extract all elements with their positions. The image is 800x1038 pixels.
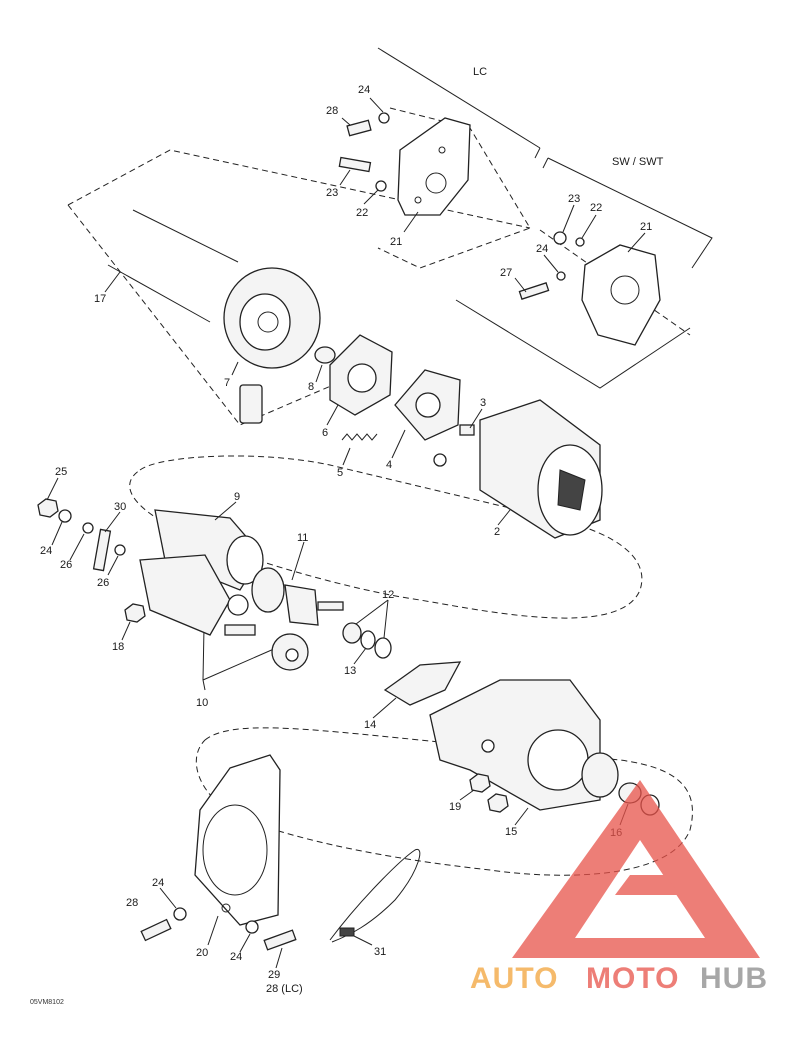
label-25: 25 <box>55 466 67 478</box>
label-31: 31 <box>374 946 386 958</box>
label-26-b: 26 <box>97 577 109 589</box>
label-21-sw: 21 <box>640 221 652 233</box>
label-15: 15 <box>505 826 517 838</box>
label-24-left: 24 <box>40 545 52 557</box>
group-label-lc: LC <box>473 66 487 78</box>
watermark-text-auto: AUTO <box>470 962 558 995</box>
label-18: 18 <box>112 641 124 653</box>
label-9: 9 <box>234 491 240 503</box>
label-10: 10 <box>196 697 208 709</box>
label-23-lc: 23 <box>326 187 338 199</box>
label-24-bracket-bottom: 24 <box>230 951 242 963</box>
leader-lines <box>46 97 646 969</box>
label-13: 13 <box>344 665 356 677</box>
label-24-lc: 24 <box>358 84 370 96</box>
label-27: 27 <box>500 267 512 279</box>
label-26-a: 26 <box>60 559 72 571</box>
figure-code: 05VM8102 <box>30 999 64 1006</box>
label-17: 17 <box>94 293 106 305</box>
label-12: 12 <box>382 589 394 601</box>
solenoid <box>139 554 231 636</box>
label-30: 30 <box>114 501 126 513</box>
label-20: 20 <box>196 947 208 959</box>
label-4: 4 <box>386 459 392 471</box>
group-label-sw-swt: SW / SWT <box>612 156 664 168</box>
label-14: 14 <box>364 719 376 731</box>
label-5: 5 <box>337 467 343 479</box>
label-6: 6 <box>322 427 328 439</box>
label-3: 3 <box>480 397 486 409</box>
label-7: 7 <box>224 377 230 389</box>
label-22-lc: 22 <box>356 207 368 219</box>
label-2: 2 <box>494 526 500 538</box>
label-19: 19 <box>449 801 461 813</box>
watermark-logo: AUTO MOTO HUB <box>470 780 768 995</box>
label-23-sw: 23 <box>568 193 580 205</box>
watermark-triangle-icon <box>512 780 760 958</box>
label-28-lc: 28 <box>326 105 338 117</box>
lc-mount-plate <box>397 117 471 216</box>
label-28-bracket: 28 <box>126 897 138 909</box>
watermark-text-moto: MOTO <box>586 962 679 995</box>
parts <box>37 112 661 951</box>
label-24-bracket-top: 24 <box>152 877 164 889</box>
label-21-lc: 21 <box>390 236 402 248</box>
label-29: 29 <box>268 969 280 981</box>
label-24-sw: 24 <box>536 243 548 255</box>
watermark-text-hub: HUB <box>700 962 768 995</box>
label-8: 8 <box>308 381 314 393</box>
sw-mount-plate <box>581 244 661 346</box>
part-numbers: 2 3 4 5 6 7 8 9 10 11 12 13 14 15 16 17 … <box>40 84 652 995</box>
label-22-sw: 22 <box>590 202 602 214</box>
label-28-lc-note: 28 (LC) <box>266 983 303 995</box>
label-11: 11 <box>297 532 308 544</box>
mounting-bracket <box>194 754 281 926</box>
